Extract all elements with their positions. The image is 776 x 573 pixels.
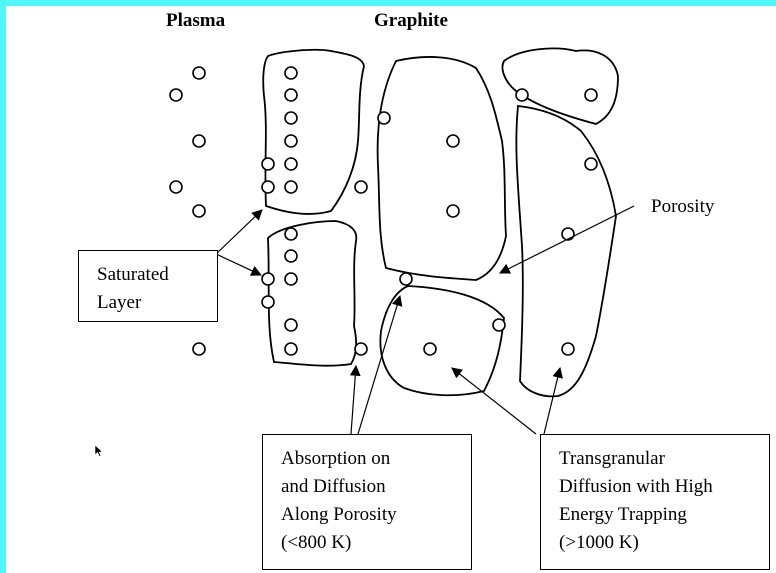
porosity-particle bbox=[378, 112, 390, 124]
plasma-particle bbox=[193, 343, 205, 355]
grain-lower-left bbox=[268, 221, 356, 366]
grain-particle bbox=[262, 273, 274, 285]
grain-particle bbox=[285, 89, 297, 101]
grain-particle bbox=[285, 228, 297, 240]
saturated-layer-line: Saturated bbox=[97, 261, 217, 289]
diagram-canvas: Plasma Graphite Porosity Saturated Layer… bbox=[6, 6, 776, 573]
transgranular-line: Transgranular bbox=[559, 445, 769, 473]
porosity-particle bbox=[355, 181, 367, 193]
transgranular-arrow-left bbox=[452, 368, 536, 434]
saturated-arrow-lower bbox=[216, 254, 261, 275]
grain-upper-middle bbox=[378, 57, 506, 280]
porosity-particle bbox=[400, 273, 412, 285]
plasma-particle bbox=[193, 67, 205, 79]
grain-particle bbox=[424, 343, 436, 355]
transgranular-arrow-right bbox=[544, 368, 560, 434]
absorption-line: Along Porosity bbox=[281, 501, 471, 529]
transgranular-line: Diffusion with High bbox=[559, 473, 769, 501]
plasma-heading: Plasma bbox=[166, 10, 225, 32]
porosity-particle bbox=[355, 343, 367, 355]
absorption-line: and Diffusion bbox=[281, 473, 471, 501]
grain-particle bbox=[585, 89, 597, 101]
grain-particle bbox=[285, 343, 297, 355]
grain-particle bbox=[562, 228, 574, 240]
saturated-layer-box: Saturated Layer bbox=[78, 250, 218, 322]
grain-upper-left bbox=[263, 50, 364, 214]
grain-particle bbox=[285, 67, 297, 79]
grain-particle bbox=[285, 250, 297, 262]
grain-particle bbox=[285, 319, 297, 331]
transgranular-line: (>1000 K) bbox=[559, 529, 769, 557]
porosity-label: Porosity bbox=[651, 196, 714, 218]
plasma-particle bbox=[193, 205, 205, 217]
absorption-arrow-left bbox=[351, 366, 356, 434]
grain-particle bbox=[285, 135, 297, 147]
plasma-particle bbox=[170, 181, 182, 193]
grain-particle bbox=[562, 343, 574, 355]
grain-particle bbox=[262, 296, 274, 308]
grain-particle bbox=[285, 112, 297, 124]
mouse-cursor-icon bbox=[94, 444, 104, 458]
porosity-particle bbox=[493, 319, 505, 331]
absorption-line: Absorption on bbox=[281, 445, 471, 473]
saturated-arrow-upper bbox=[216, 210, 262, 254]
grain-particle bbox=[262, 158, 274, 170]
grain-particle bbox=[285, 181, 297, 193]
absorption-box: Absorption on and Diffusion Along Porosi… bbox=[262, 434, 472, 570]
grain-particle bbox=[262, 181, 274, 193]
transgranular-line: Energy Trapping bbox=[559, 501, 769, 529]
transgranular-box: Transgranular Diffusion with High Energy… bbox=[540, 434, 770, 570]
plasma-particle bbox=[170, 89, 182, 101]
blank-patch bbox=[118, 422, 168, 470]
grain-top-right bbox=[503, 48, 619, 124]
porosity-particle bbox=[585, 158, 597, 170]
absorption-line: (<800 K) bbox=[281, 529, 471, 557]
grain-particle bbox=[447, 205, 459, 217]
grain-particle bbox=[447, 135, 459, 147]
saturated-layer-line: Layer bbox=[97, 289, 217, 317]
grain-particle bbox=[285, 273, 297, 285]
plasma-particle bbox=[193, 135, 205, 147]
porosity-particle bbox=[516, 89, 528, 101]
grain-particle bbox=[285, 158, 297, 170]
grain-lower-middle bbox=[380, 286, 504, 395]
graphite-heading: Graphite bbox=[374, 10, 448, 32]
absorption-arrow-right bbox=[358, 296, 400, 434]
